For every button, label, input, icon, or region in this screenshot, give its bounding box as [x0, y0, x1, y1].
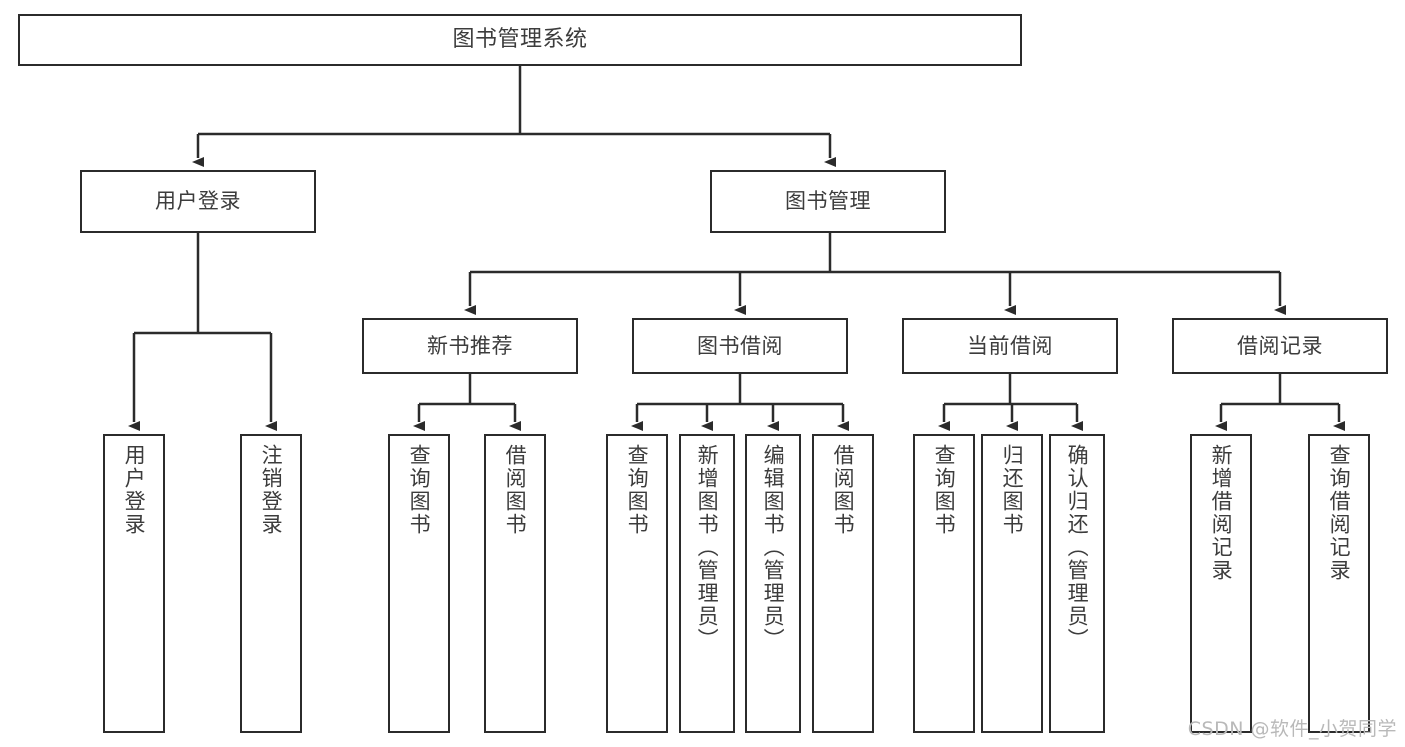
- node-leaf-edit-book-label: 编辑图书（管理员）: [761, 444, 786, 651]
- node-leaf-borrow-book-1-label: 借阅图书: [503, 444, 528, 536]
- node-leaf-query-record-label: 查询借阅记录: [1327, 444, 1352, 582]
- node-current-borrow-label: 当前借阅: [967, 333, 1053, 358]
- node-root-system[interactable]: 图书管理系统: [18, 14, 1022, 66]
- node-leaf-add-book[interactable]: 新增图书（管理员）: [679, 434, 735, 733]
- node-leaf-logout[interactable]: 注销登录: [240, 434, 302, 733]
- node-leaf-add-book-label: 新增图书（管理员）: [695, 444, 720, 651]
- node-leaf-query-book-3[interactable]: 查询图书: [913, 434, 975, 733]
- node-new-book-recommend-label: 新书推荐: [427, 333, 513, 358]
- node-user-login-label: 用户登录: [155, 189, 241, 214]
- node-user-login[interactable]: 用户登录: [80, 170, 316, 233]
- node-leaf-borrow-book-2[interactable]: 借阅图书: [812, 434, 874, 733]
- node-leaf-query-book-2-label: 查询图书: [625, 444, 650, 536]
- node-leaf-add-record-label: 新增借阅记录: [1209, 444, 1234, 582]
- node-current-borrow[interactable]: 当前借阅: [902, 318, 1118, 374]
- node-book-manage[interactable]: 图书管理: [710, 170, 946, 233]
- node-leaf-query-book-1[interactable]: 查询图书: [388, 434, 450, 733]
- node-leaf-user-login[interactable]: 用户登录: [103, 434, 165, 733]
- node-leaf-return-book-label: 归还图书: [1000, 444, 1025, 536]
- node-leaf-query-book-3-label: 查询图书: [932, 444, 957, 536]
- node-book-borrow-label: 图书借阅: [697, 333, 783, 358]
- node-leaf-edit-book[interactable]: 编辑图书（管理员）: [745, 434, 801, 733]
- node-leaf-borrow-book-1[interactable]: 借阅图书: [484, 434, 546, 733]
- node-leaf-query-record[interactable]: 查询借阅记录: [1308, 434, 1370, 733]
- node-book-borrow[interactable]: 图书借阅: [632, 318, 848, 374]
- node-leaf-borrow-book-2-label: 借阅图书: [831, 444, 856, 536]
- node-borrow-record[interactable]: 借阅记录: [1172, 318, 1388, 374]
- node-leaf-return-book[interactable]: 归还图书: [981, 434, 1043, 733]
- node-leaf-confirm-return[interactable]: 确认归还（管理员）: [1049, 434, 1105, 733]
- node-borrow-record-label: 借阅记录: [1237, 333, 1323, 358]
- node-leaf-user-login-label: 用户登录: [122, 444, 147, 536]
- node-leaf-query-book-2[interactable]: 查询图书: [606, 434, 668, 733]
- node-leaf-add-record[interactable]: 新增借阅记录: [1190, 434, 1252, 733]
- node-leaf-query-book-1-label: 查询图书: [407, 444, 432, 536]
- node-book-manage-label: 图书管理: [785, 189, 871, 214]
- node-leaf-logout-label: 注销登录: [259, 444, 284, 536]
- node-root-system-label: 图书管理系统: [452, 27, 588, 53]
- node-leaf-confirm-return-label: 确认归还（管理员）: [1065, 444, 1090, 651]
- node-new-book-recommend[interactable]: 新书推荐: [362, 318, 578, 374]
- watermark: CSDN @软件_小贺同学: [1187, 718, 1397, 740]
